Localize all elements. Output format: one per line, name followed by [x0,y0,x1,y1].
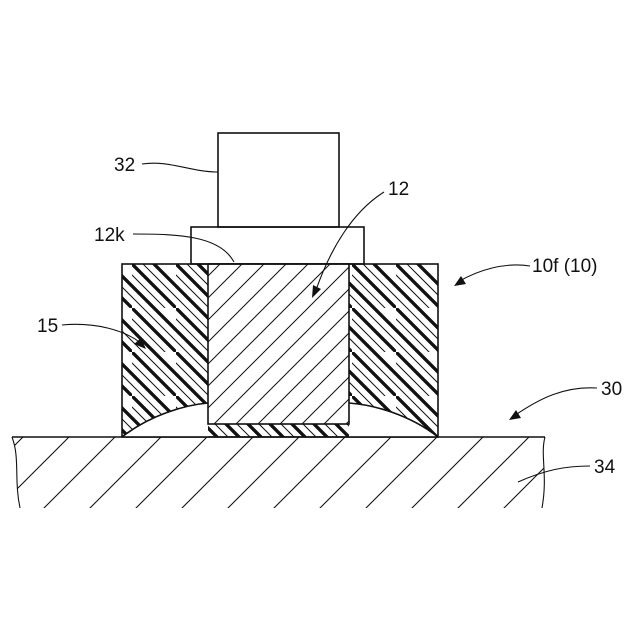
label-12: 12 [388,179,409,200]
label-15: 15 [37,316,58,337]
label-10f: 10f (10) [532,256,597,277]
chip-32 [218,133,339,227]
die-12 [208,264,349,424]
substrate-34 [0,437,560,512]
label-12k: 12k [94,225,125,246]
label-32: 32 [114,155,135,176]
label-34: 34 [594,457,616,478]
label-30: 30 [601,379,622,400]
